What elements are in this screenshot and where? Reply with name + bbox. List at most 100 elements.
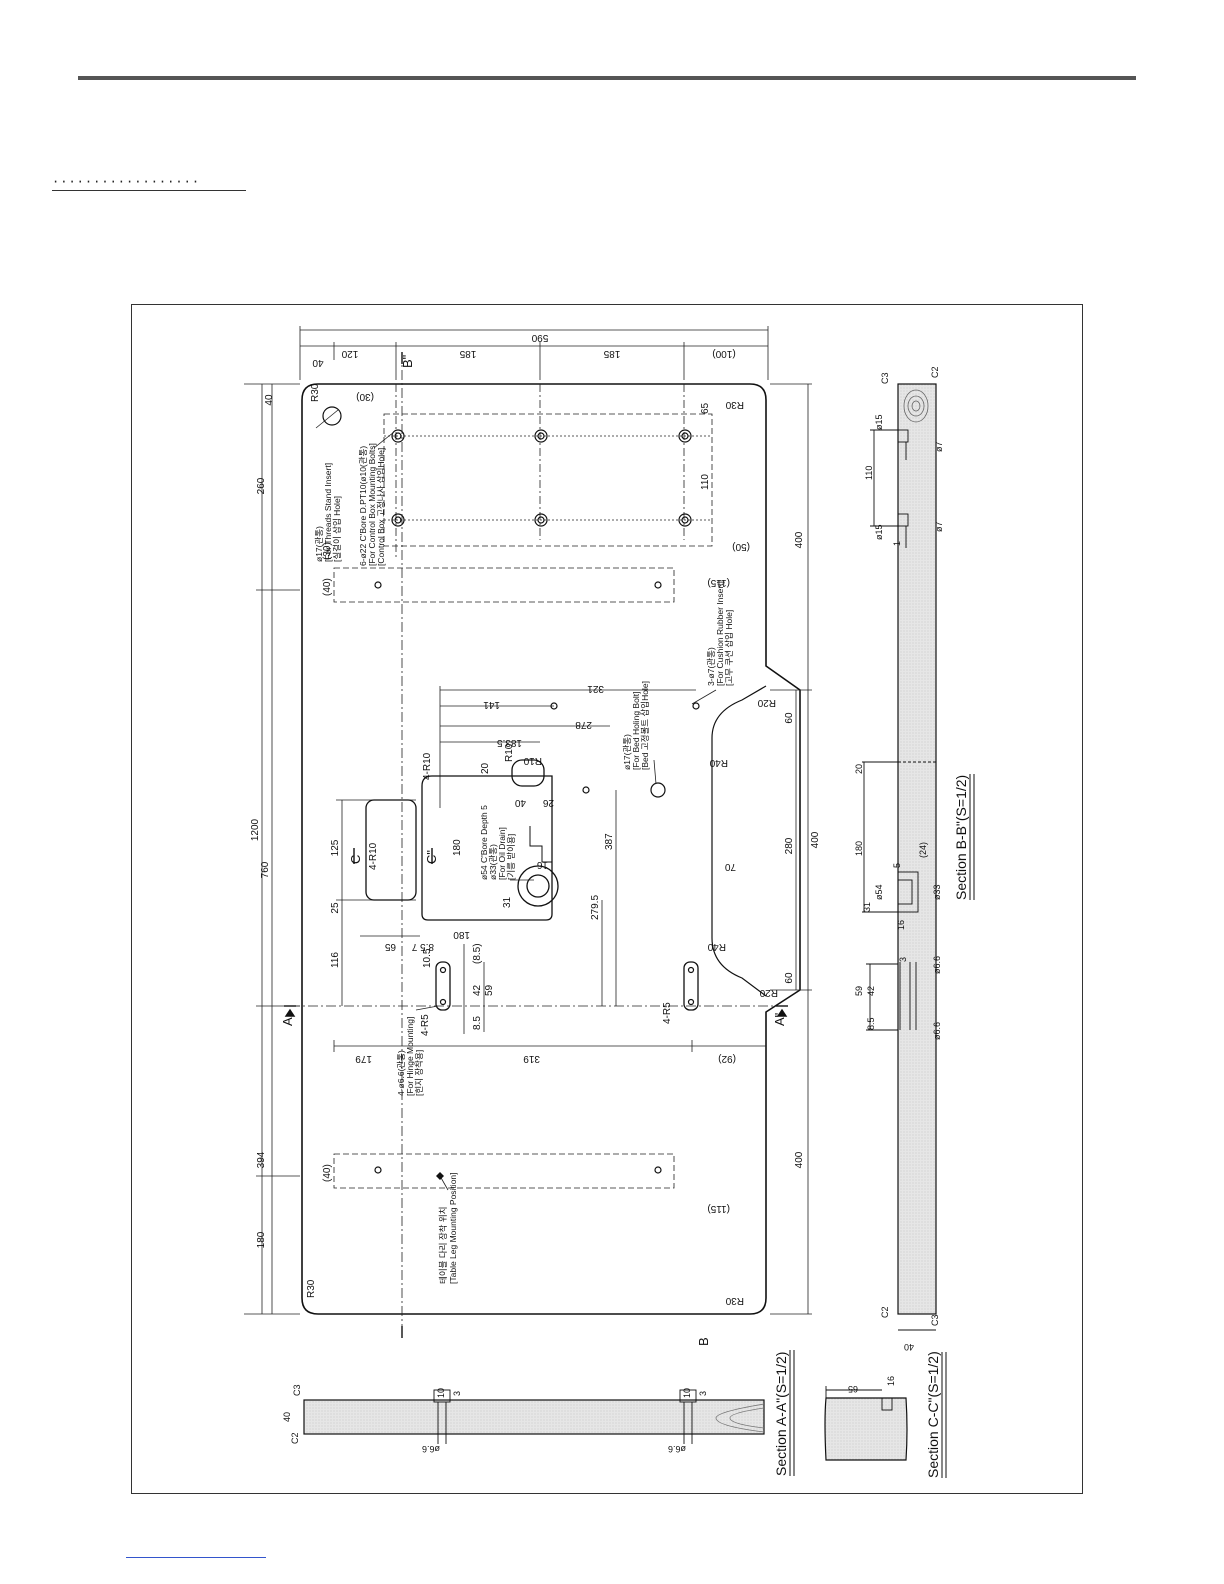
radius-r30-b: R30 [725, 399, 744, 410]
dim-179: 179 [355, 1053, 372, 1064]
note-bed-bolt-3: [Bed 고정볼트 삽입Hole] [640, 681, 650, 770]
dim-760: 760 [260, 861, 271, 878]
dim-70: 70 [724, 861, 736, 872]
section-aa-title: Section A-A"(S=1/2) [773, 1352, 789, 1476]
aa-c3: C3 [292, 1384, 302, 1396]
dim-42: 42 [472, 984, 483, 996]
bb-d180: 180 [854, 841, 864, 856]
dim-65-b: 65 [384, 941, 396, 952]
note-thread-stand-3: [실걸이 삽입 Hole] [332, 496, 342, 562]
bb-d66-a: ø6.6 [932, 956, 942, 974]
radius-4-r10-a: 4-R10 [422, 752, 433, 780]
dim-183-5: 183.5 [497, 737, 522, 748]
note-table-leg-1: 테이블 다리 장착 위치 [438, 1207, 448, 1284]
bb-d5: 5 [892, 863, 902, 868]
dim-40-b: (40) [322, 1164, 333, 1182]
section-mark-c: C [348, 855, 363, 864]
note-control-box-1: 6-ø22 C'Bore D.PT10(ø10(관통) [358, 446, 368, 566]
bb-d54: ø54 [874, 884, 884, 900]
features [365, 759, 699, 1011]
note-hinge-3: [힌지 장착용] [414, 1050, 424, 1096]
note-thread-stand-1: ø17(관통) [314, 526, 324, 562]
note-control-box-3: [Control Box 고정나사 삽입Hole] [376, 448, 386, 566]
bb-d110: 110 [864, 466, 874, 480]
dim-260: 260 [256, 477, 267, 494]
aa-d3-a: 3 [452, 1391, 462, 1396]
bb-c3-a: C3 [880, 372, 890, 384]
bb-d15-a: ø15 [874, 414, 884, 430]
section-bb-view: C3 C2 ø15 ø7 110 ø15 ø7 1 20 180 (24) 5 … [854, 366, 975, 1352]
dim-40-top: 40 [312, 357, 324, 368]
dim-321: 321 [587, 683, 604, 694]
dim-125: 125 [330, 839, 341, 856]
note-oil-drain-1: ø54 C'Bore Depth 5 [479, 805, 489, 880]
note-thread-stand-2: [For Threads Stand Insert] [323, 463, 333, 562]
radius-r20-a: R20 [757, 697, 776, 708]
section-mark-a: A [280, 1017, 295, 1026]
note-cushion-1: 3-ø7(관통) [706, 647, 716, 686]
bb-c2-b: C2 [880, 1306, 890, 1318]
dim-60-a: 60 [784, 712, 795, 724]
section-mark-a2: A" [772, 1012, 787, 1026]
dim-31: 31 [502, 896, 513, 908]
dim-100: (100) [712, 348, 735, 359]
dim-400-b: 400 [810, 831, 821, 848]
note-cushion-3: [고무 쿠션 삽입 Hole] [724, 610, 734, 686]
dim-394: 394 [256, 1151, 267, 1168]
dim-180-b: 180 [453, 929, 470, 940]
dim-65: 65 [700, 402, 711, 414]
note-hinge-2: [For Hinge Mounting] [405, 1017, 415, 1096]
bb-d8-5: 8.5 [866, 1017, 876, 1030]
section-mark-b: B [696, 1337, 711, 1346]
aa-d40: 40 [282, 1412, 292, 1422]
radius-4-r5-a: 4-R5 [420, 1014, 431, 1036]
dim-59: 59 [484, 984, 495, 996]
table-outline [301, 383, 801, 1315]
aa-d66-a: ø6.6 [422, 1444, 440, 1454]
dim-120: 120 [341, 348, 358, 359]
section-mark-c2: C" [424, 850, 439, 864]
radius-r40-a: R40 [709, 757, 728, 768]
dim-10-5: 10.5 [422, 948, 433, 968]
bb-d7-a: ø7 [934, 441, 944, 452]
note-oil-drain-4: [기름 받이용] [506, 834, 516, 880]
dim-110: 110 [700, 474, 711, 490]
dimension-lines [244, 326, 812, 1330]
leader-lines [315, 409, 717, 1191]
aa-d66-b: ø6.6 [668, 1444, 686, 1454]
radius-4-r10-b: 4-R10 [368, 842, 379, 870]
dim-8-5-a: (8.5) [472, 943, 483, 964]
section-cut-markers [284, 352, 788, 1338]
bb-d24: (24) [918, 842, 928, 858]
dim-278: 278 [575, 719, 592, 730]
section-cc-view: 65 16 Section C-C"(S=1/2) [824, 1351, 947, 1478]
section-mark-b2: B" [400, 354, 415, 368]
dim-116: 116 [330, 952, 341, 968]
bb-c2-a: C2 [930, 366, 940, 378]
radius-r40-b: R40 [707, 941, 726, 952]
note-bed-bolt-2: [For Bed Holing Bolt] [631, 692, 641, 770]
bb-d15-b: ø15 [874, 524, 884, 540]
dim-590: 590 [531, 332, 548, 343]
top-rule [78, 76, 1136, 80]
dim-26: 26 [542, 797, 554, 808]
dim-1200: 1200 [250, 818, 261, 841]
radius-r30-c: R30 [306, 1279, 317, 1298]
dim-400-c: 400 [794, 1151, 805, 1168]
bb-d3: 3 [898, 957, 908, 962]
bb-d20: 20 [854, 764, 864, 774]
dim-60-b: 60 [784, 972, 795, 984]
note-cushion-2: [For Cushion Rubber Insert] [715, 581, 725, 686]
drawing-frame [131, 304, 1083, 1494]
footer-link-underline[interactable] [126, 1557, 266, 1558]
dim-8-5-b: 8.5 [472, 1016, 483, 1030]
bb-c3-b: C3 [930, 1314, 940, 1326]
bb-d7-b: ø7 [934, 521, 944, 532]
dim-16: 16 [536, 859, 548, 870]
aa-d10-b: 10 [682, 1388, 692, 1398]
bb-d66-b: ø6.6 [932, 1022, 942, 1040]
cc-d65: 65 [848, 1384, 858, 1394]
radius-r30-d: R30 [725, 1295, 744, 1306]
dim-40-a: (40) [322, 578, 333, 596]
